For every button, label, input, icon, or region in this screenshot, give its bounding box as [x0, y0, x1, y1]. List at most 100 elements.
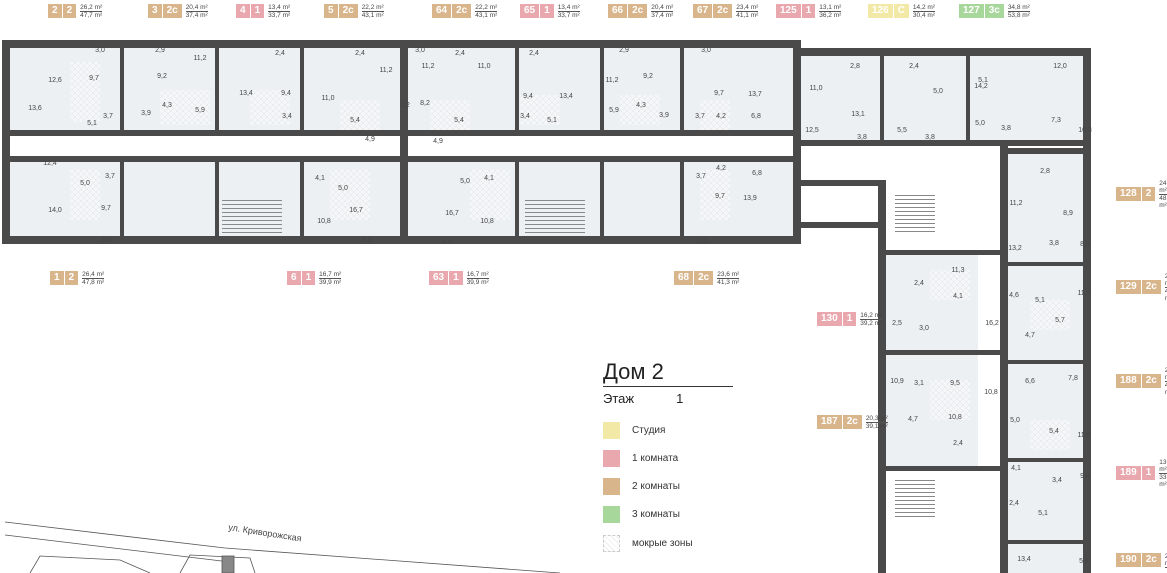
- apartment-rooms: 2с: [451, 4, 472, 18]
- wall: [966, 56, 970, 140]
- room-area-label: 8,2: [420, 100, 430, 107]
- room-area-label: 13,6: [28, 105, 42, 112]
- total-area: 41,1 m²: [736, 11, 759, 19]
- room-area-label: 9,4: [523, 93, 533, 100]
- room-area-label: 3,8: [1049, 240, 1059, 247]
- room-area-label: 4,2: [716, 165, 726, 172]
- wet-zone: [1030, 420, 1070, 450]
- room-area-label: 3,0: [701, 47, 711, 54]
- stair-step: [525, 220, 585, 221]
- wall: [300, 162, 304, 236]
- total-area: 41,3 m²: [717, 278, 740, 286]
- living-area: 34,8 m²: [1007, 3, 1030, 12]
- total-area: 37,4 m²: [651, 11, 674, 19]
- stair-step: [222, 220, 282, 221]
- corridor: [801, 146, 1001, 180]
- living-area: 13,1 m²: [819, 3, 842, 12]
- street-outline: [4, 521, 561, 573]
- room-area-label: 12,6: [48, 77, 62, 84]
- wet-zone: [160, 90, 210, 125]
- room-area-label: 5,1: [1035, 297, 1045, 304]
- legend-label: 2 комнаты: [632, 481, 680, 492]
- room-area-label: 3,0: [415, 47, 425, 54]
- room-area-label: 5,4: [454, 117, 464, 124]
- wet-zone: [620, 95, 660, 125]
- total-area: 33,7 m²: [1159, 473, 1167, 488]
- wet-zone: [340, 100, 380, 130]
- apartment-number: 2: [48, 4, 62, 18]
- room-area-label: 8,9: [1080, 241, 1090, 248]
- wet-zone: [930, 270, 970, 300]
- room-area-label: 11,0: [809, 85, 822, 92]
- room-area-label: 5,1: [1038, 510, 1048, 517]
- stair-step: [525, 216, 585, 217]
- stair-step: [895, 223, 935, 224]
- room-area-label: 13,9: [743, 195, 757, 202]
- legend-item-studio: Студия: [603, 422, 665, 439]
- room-area-label: 3,1: [914, 380, 924, 387]
- room-area-label: 6,8: [751, 113, 761, 120]
- room-area-label: 2,4: [909, 63, 919, 70]
- apartment-tag-190[interactable]: 1902с20,4 m²: [1116, 553, 1167, 568]
- stair-step: [895, 488, 935, 489]
- stair-step: [525, 200, 585, 201]
- wall: [408, 40, 801, 48]
- room-area-label: 9,4: [281, 90, 291, 97]
- room-area-label: 5,9: [1079, 558, 1089, 565]
- total-area: 33,7 m²: [557, 11, 580, 19]
- apartment-number: 125: [776, 4, 801, 18]
- room-area-label: 13,4: [1017, 556, 1031, 563]
- room-fill: [801, 56, 1083, 140]
- apartment-rooms: 2с: [693, 271, 714, 285]
- legend-item-2rooms: 2 комнаты: [603, 478, 680, 495]
- room-area-label: 9,2: [157, 73, 167, 80]
- room-area-label: 13,7: [748, 91, 762, 98]
- room-area-label: 3,9: [141, 110, 151, 117]
- wall: [600, 48, 604, 130]
- room-area-label: 5,7: [1055, 317, 1065, 324]
- room-area-label: 11,2: [379, 67, 392, 74]
- apartment-number: 66: [608, 4, 628, 18]
- corridor: [978, 154, 1000, 573]
- total-area: 36,2 m²: [819, 11, 842, 19]
- wall: [1008, 540, 1083, 544]
- swatch-1room: [603, 450, 620, 467]
- room-area-label: 9,2: [643, 73, 653, 80]
- wall: [886, 250, 1000, 255]
- apartment-tag-188[interactable]: 1882с21,8 m²42,1 m²: [1116, 367, 1167, 396]
- wall: [408, 156, 793, 162]
- wall: [680, 162, 684, 236]
- apartment-tag-129[interactable]: 1292с22,4 m²40,4 m²: [1116, 273, 1167, 302]
- wall: [886, 350, 1000, 355]
- wall: [878, 180, 886, 573]
- apartment-number: 63: [429, 271, 449, 285]
- room-area-label: 6,6: [1025, 378, 1035, 385]
- total-area: 39,9 m²: [319, 278, 342, 286]
- room-area-label: 4,2: [716, 113, 726, 120]
- room-area-label: 2,9: [155, 47, 165, 54]
- living-area: 16,7 m²: [466, 270, 489, 279]
- wall: [801, 48, 1091, 56]
